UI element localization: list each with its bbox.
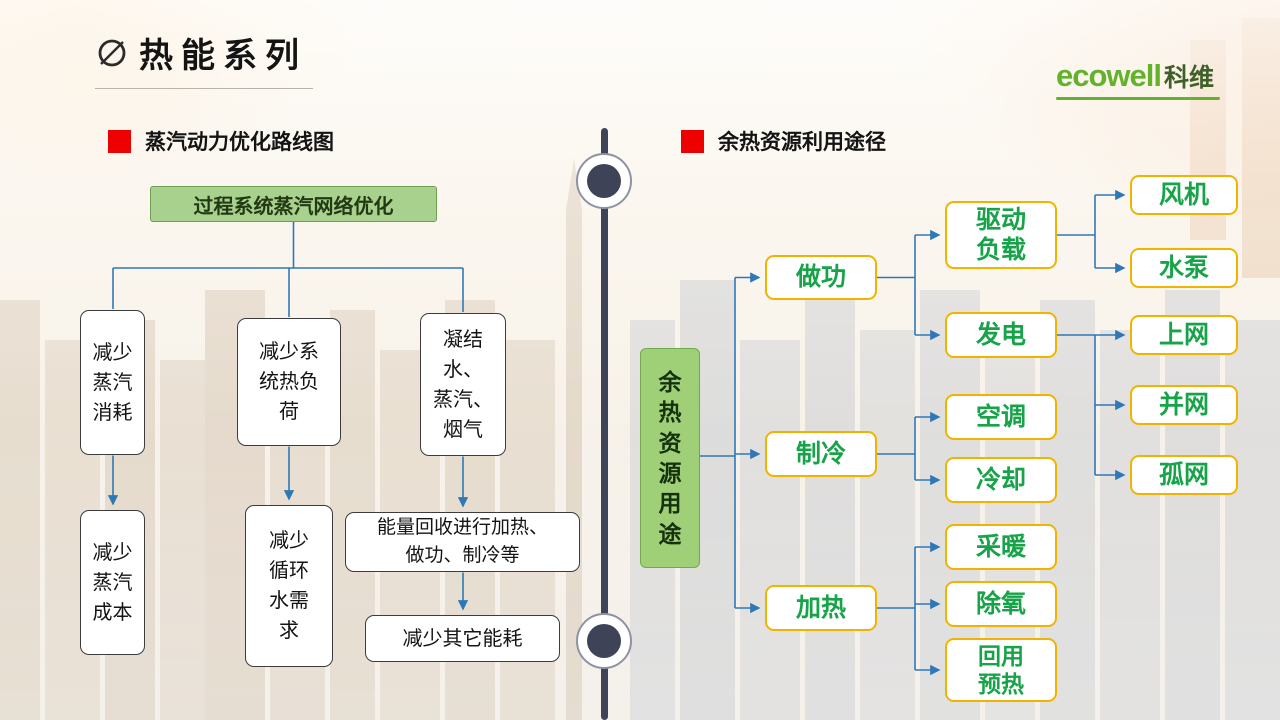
timeline-line (601, 128, 608, 720)
right-section-header: 余热资源利用途径 (681, 126, 886, 156)
node-reduce-circulating-water: 减少 循环 水需 求 (245, 505, 333, 667)
node-power-generation: 发电 (945, 312, 1057, 358)
node-drive-load: 驱动 负载 (945, 201, 1057, 269)
red-square-bullet (108, 129, 131, 153)
node-energy-recovery: 能量回收进行加热、 做功、制冷等 (345, 512, 580, 572)
node-heating: 加热 (765, 585, 877, 631)
node-condensate-steam-fluegas: 凝结 水、 蒸汽、 烟气 (420, 313, 506, 456)
node-reuse-preheat: 回用 预热 (945, 638, 1057, 702)
node-fan: 风机 (1130, 175, 1238, 215)
logo-underline (1056, 97, 1220, 100)
node-grid-feed: 上网 (1130, 315, 1238, 355)
red-square-bullet (681, 129, 704, 153)
node-reduce-system-heat-load: 减少系 统热负 荷 (237, 318, 341, 446)
node-work: 做功 (765, 255, 877, 300)
timeline-dot-bottom (576, 613, 632, 669)
empty-set-icon (98, 39, 126, 66)
right-section-title: 余热资源利用途径 (718, 131, 886, 154)
node-space-heating: 采暖 (945, 524, 1057, 570)
left-section-header: 蒸汽动力优化路线图 (108, 126, 334, 156)
node-deaeration: 除氧 (945, 581, 1057, 627)
node-waste-heat-uses: 余 热 资 源 用 途 (640, 348, 700, 568)
left-section-title: 蒸汽动力优化路线图 (145, 131, 334, 154)
logo-brand-cn: 科维 (1164, 64, 1215, 92)
logo-brand-en: ecowell (1056, 58, 1162, 93)
slide-header: 热能系列 (95, 28, 307, 77)
node-refrigeration: 制冷 (765, 431, 877, 477)
node-water-pump: 水泵 (1130, 248, 1238, 288)
node-air-conditioning: 空调 (945, 394, 1057, 440)
node-reduce-steam-consumption: 减少 蒸汽 消耗 (80, 310, 145, 455)
timeline-dot-top (576, 153, 632, 209)
node-reduce-steam-cost: 减少 蒸汽 成本 (80, 510, 145, 655)
node-grid-connected: 并网 (1130, 385, 1238, 425)
node-reduce-other-energy: 减少其它能耗 (365, 615, 560, 662)
node-cooling: 冷却 (945, 457, 1057, 503)
node-islanded-grid: 孤网 (1130, 455, 1238, 495)
node-steam-network-optimization: 过程系统蒸汽网络优化 (150, 186, 437, 222)
title-underline (95, 88, 313, 89)
page-title: 热能系列 (139, 37, 307, 75)
